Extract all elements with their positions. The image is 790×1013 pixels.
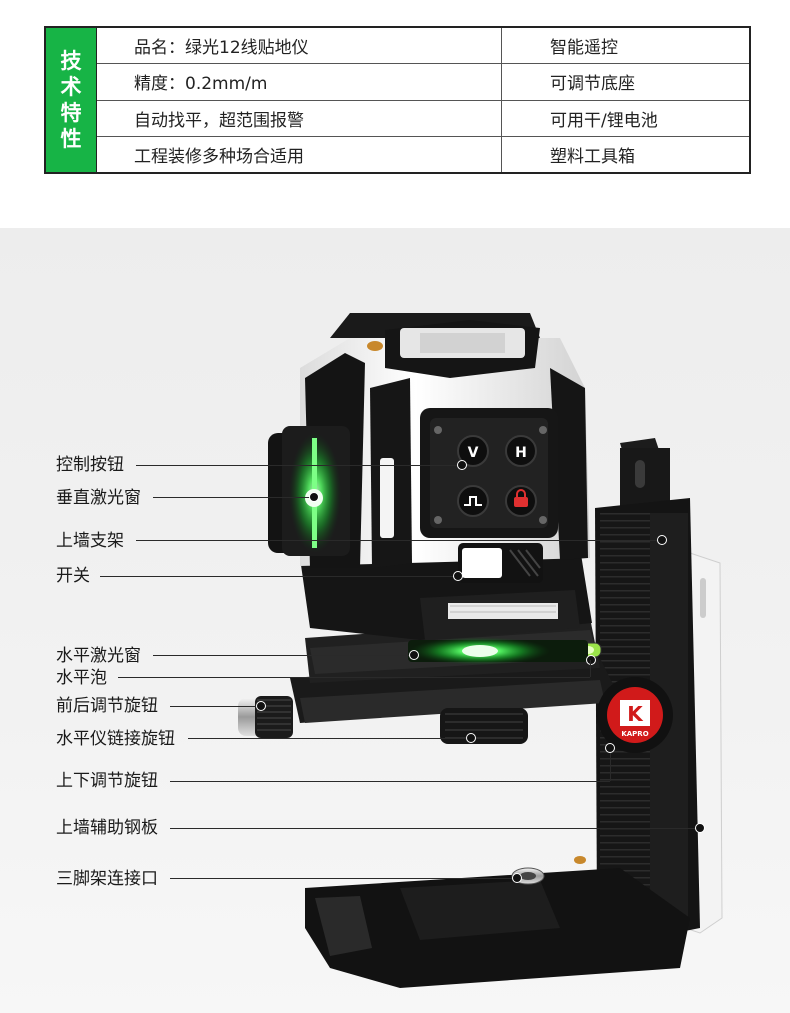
callout-line <box>118 677 590 678</box>
laser-level-illustration: K KAPRO <box>238 313 723 988</box>
spec-row: 工程装修多种场合适用 塑料工具箱 <box>97 136 749 172</box>
callout-label: 水平激光窗 <box>56 646 141 666</box>
callout-label: 控制按钮 <box>56 455 124 475</box>
spec-tag-char: 术 <box>60 75 82 99</box>
callout-dot <box>256 701 266 711</box>
callout-dot <box>605 743 615 753</box>
callout-label: 上下调节旋钮 <box>56 771 158 791</box>
v-button-label: V <box>468 445 479 461</box>
callout-label: 前后调节旋钮 <box>56 696 158 716</box>
spec-grid: 品名：绿光12线贴地仪 智能遥控 精度：0.2mm/m 可调节底座 自动找平，超… <box>97 28 749 172</box>
spec-cell: 可调节底座 <box>550 74 635 95</box>
callout-label: 开关 <box>56 566 90 586</box>
callout-label: 上墙辅助钢板 <box>56 818 158 838</box>
callout-dot <box>457 460 467 470</box>
callout-line <box>170 878 516 879</box>
callout-label: 垂直激光窗 <box>56 488 141 508</box>
callout-line <box>136 540 662 541</box>
spec-cell: 自动找平，超范围报警 <box>97 100 502 136</box>
spec-tag-char: 性 <box>60 127 82 151</box>
spec-row: 品名：绿光12线贴地仪 智能遥控 <box>97 28 749 65</box>
spec-cell: 品名：绿光12线贴地仪 <box>97 28 502 64</box>
spec-table: 技 术 特 性 品名：绿光12线贴地仪 智能遥控 精度：0.2mm/m 可调节底… <box>44 26 751 174</box>
spec-cell: 可用干/锂电池 <box>550 110 658 131</box>
spec-tag-char: 特 <box>60 101 82 125</box>
callout-label: 三脚架连接口 <box>56 869 158 889</box>
callout-line <box>170 781 610 782</box>
callout-dot <box>309 492 319 502</box>
callout-dot <box>409 650 419 660</box>
spec-cell: 塑料工具箱 <box>550 146 635 167</box>
h-button-label: H <box>515 445 527 461</box>
callout-dot <box>586 655 596 665</box>
spec-cell: 精度：0.2mm/m <box>97 64 502 100</box>
callout-line <box>170 706 260 707</box>
callout-line <box>100 576 458 577</box>
spec-tag-char: 技 <box>60 49 82 73</box>
spec-cell: 智能遥控 <box>550 38 618 59</box>
callout-line <box>170 828 700 829</box>
callout-dot <box>512 873 522 883</box>
callout-line <box>136 465 462 466</box>
callout-dot <box>453 571 463 581</box>
callout-dot <box>695 823 705 833</box>
callout-dot <box>657 535 667 545</box>
spec-cell: 工程装修多种场合适用 <box>97 136 502 172</box>
callout-line <box>153 655 413 656</box>
callout-label: 水平仪链接旋钮 <box>56 729 175 749</box>
callout-line <box>610 748 611 781</box>
callout-label: 上墙支架 <box>56 531 124 551</box>
spec-row: 精度：0.2mm/m 可调节底座 <box>97 64 749 101</box>
brand-badge: K <box>627 702 644 726</box>
callout-line <box>590 660 591 677</box>
callout-line <box>188 738 470 739</box>
brand-text: KAPRO <box>621 730 648 738</box>
spec-tag: 技 术 特 性 <box>46 28 97 172</box>
callout-label: 水平泡 <box>56 668 107 688</box>
callout-dot <box>466 733 476 743</box>
product-photo: K KAPRO <box>0 228 790 1013</box>
callout-line <box>153 497 313 498</box>
spec-row: 自动找平，超范围报警 可用干/锂电池 <box>97 100 749 137</box>
